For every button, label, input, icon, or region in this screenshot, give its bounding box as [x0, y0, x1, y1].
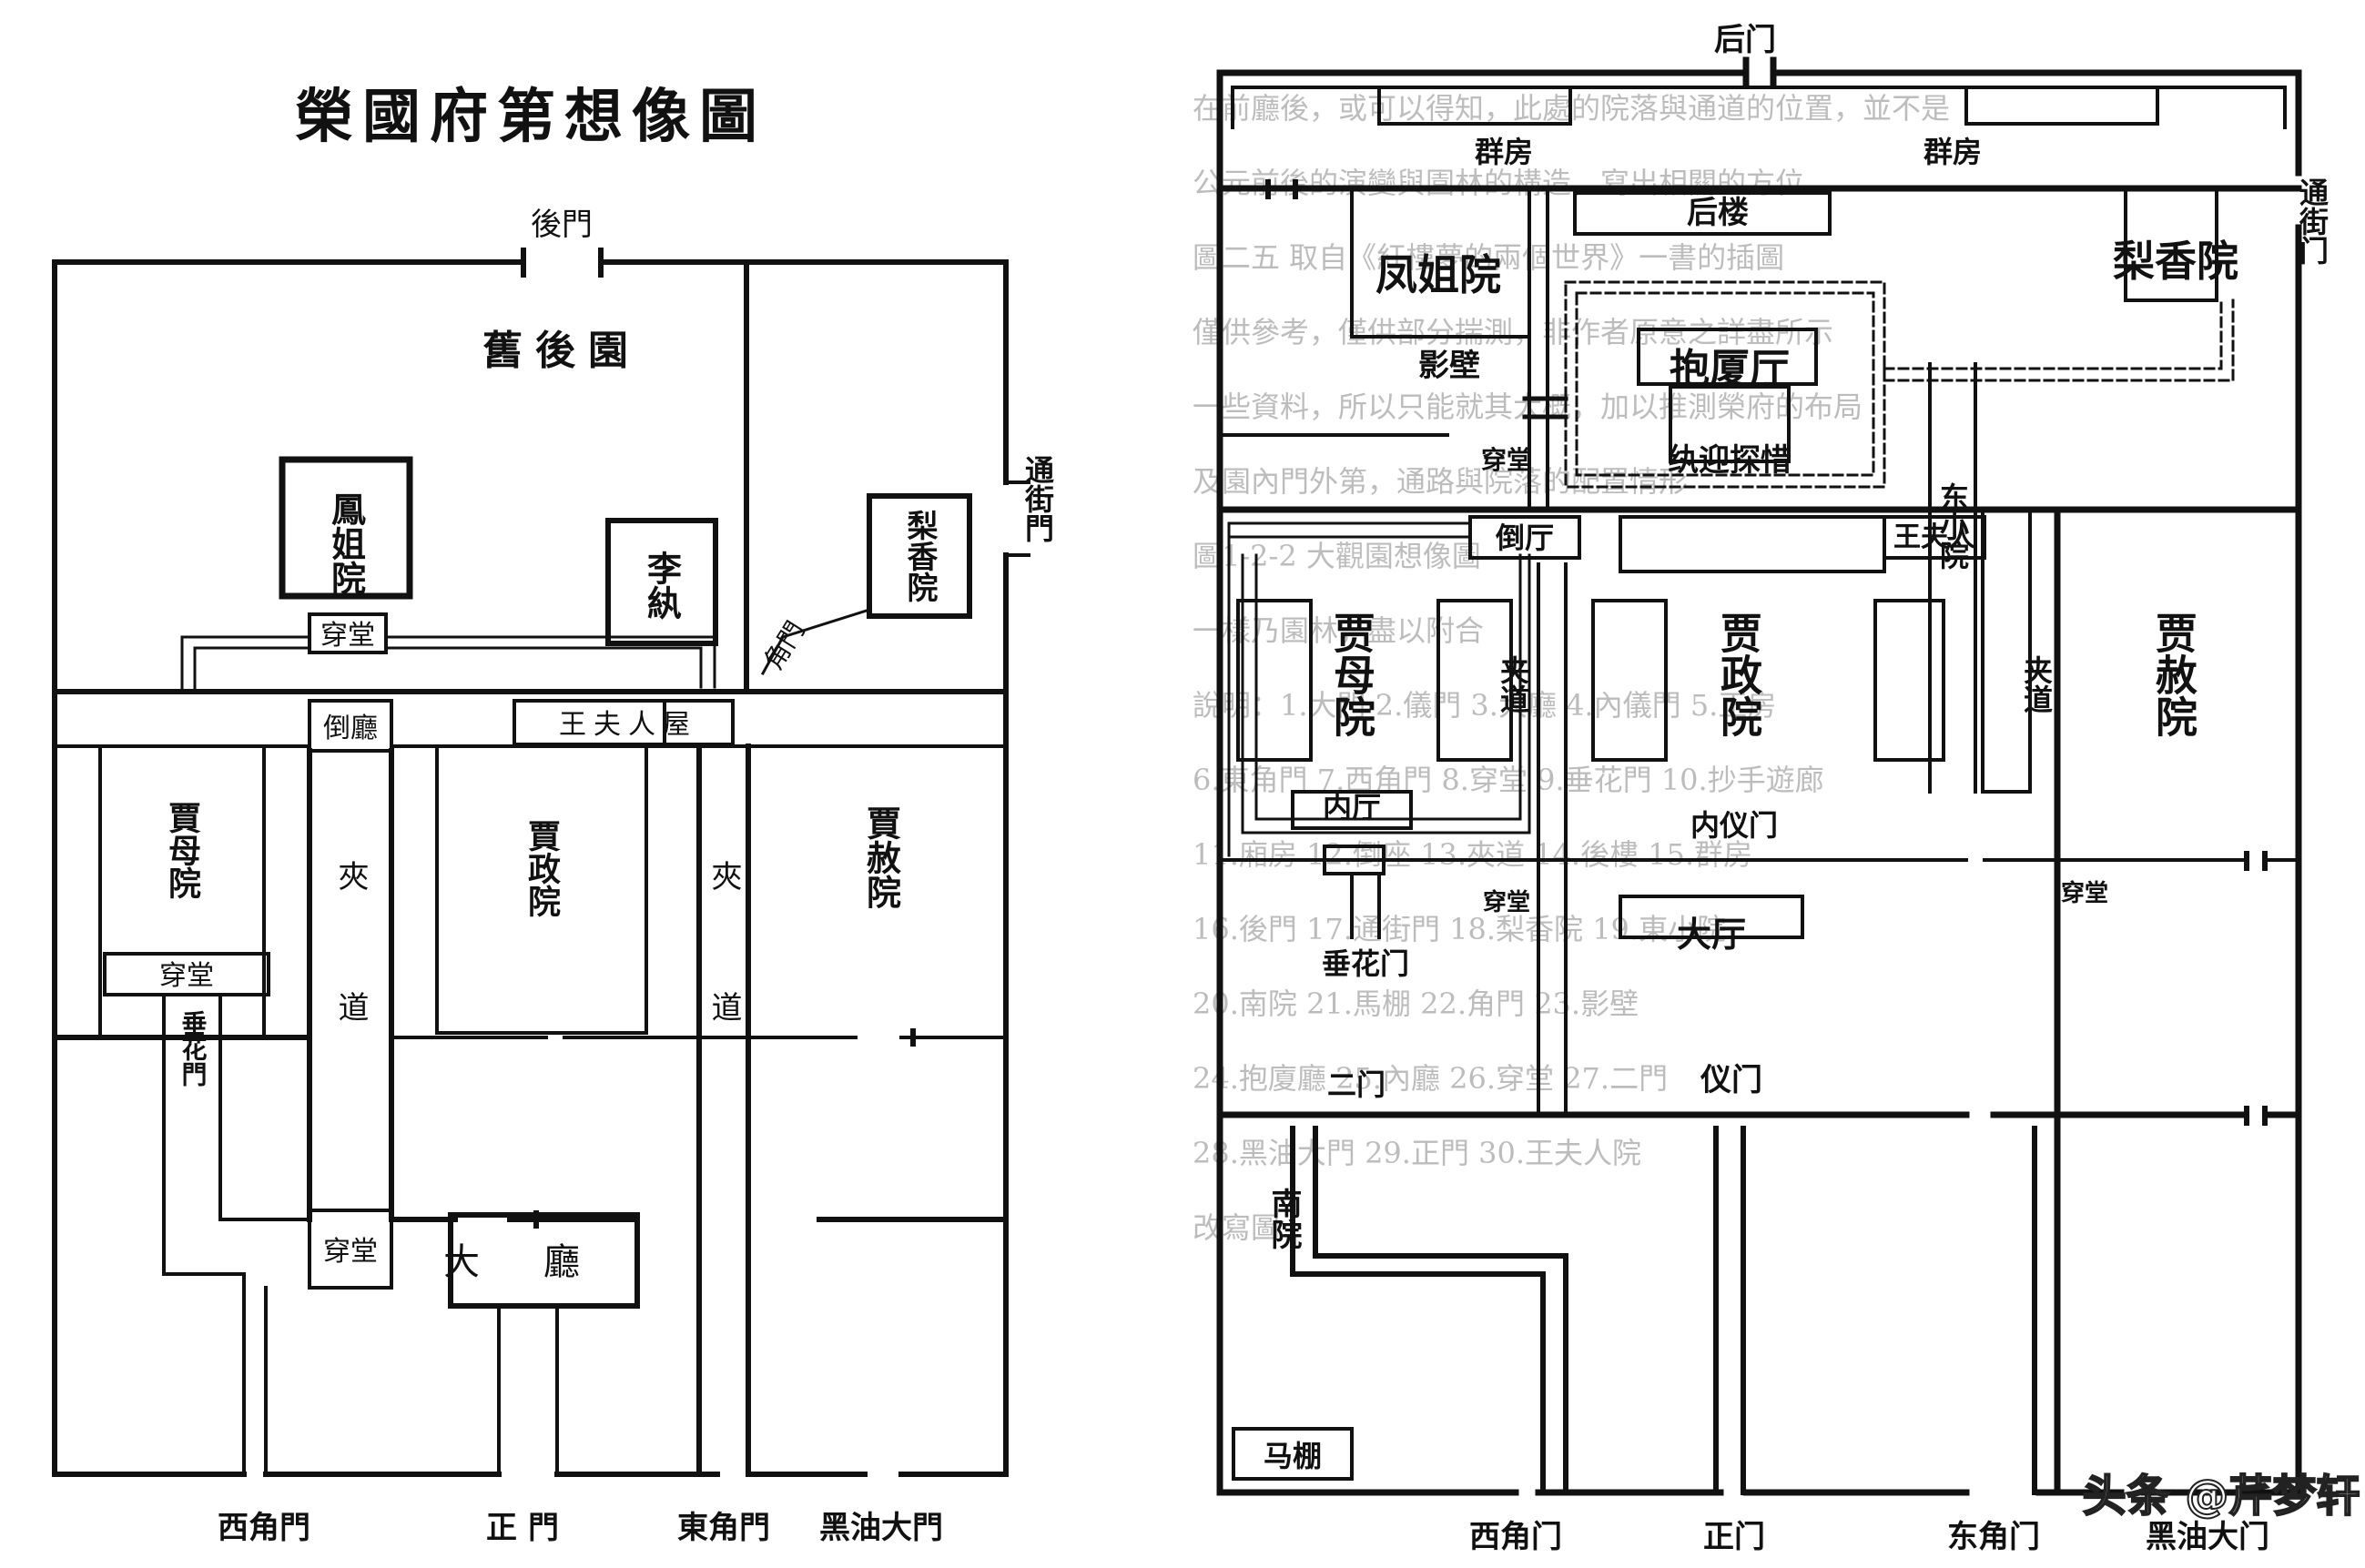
bleed-line: 一樣乃園林，盡以附合 [1193, 613, 1484, 648]
bleed-line: 說明：1.大門 2.儀門 3.大廳 4.內儀門 5.正房 [1193, 688, 1776, 723]
left-label-main-gate: 正門 [486, 1510, 570, 1546]
left-label-jiashe-court: 賈赦院 [861, 805, 902, 909]
left-label-back-gate: 後門 [531, 207, 593, 243]
left-plan-title: 榮國府第想像圖 [295, 83, 766, 151]
right-label-black-oil-gate: 黑油大门 [2146, 1519, 2269, 1555]
right-label-passage-east: 穿堂 [2061, 879, 2108, 907]
right-floor-plan: 在前廳後，或可以得知，此處的院落與通道的位置，並不是公元前後的演變與園林的構造，… [1174, 0, 2365, 1568]
bleed-line: 11.廂房 12.倒座 13.夾道 14.後樓 15.群房 [1193, 837, 1752, 872]
right-label-jiazheng-court: 贾政院 [1714, 612, 1763, 737]
bleed-line: 僅供參考，僅供部分揣測，非作者原意之詳盡所示 [1193, 315, 1833, 349]
right-label-main-gate: 正门 [1703, 1519, 1765, 1555]
left-label-alley-east: 夾道 [705, 860, 742, 1122]
right-plan-labels: 后门 群房 群房 后楼 通街门 凤姐院 梨香院 抱厦厅 影壁 穿堂 纨迎探惜 东… [1264, 22, 2329, 1555]
bleed-line: 圖二五 取自《紅樓夢的兩個世界》一書的插圖 [1193, 240, 1784, 275]
right-label-side-street-gate: 通街门 [2295, 177, 2329, 265]
right-label-east-corner-gate: 东角门 [1947, 1519, 2040, 1555]
right-label-alley-west: 夹道 [1496, 655, 1530, 713]
bleed-line: 及園內門外第，通路與院落的配置情形 [1193, 464, 1688, 499]
left-label-madam-wang-room: 王夫人屋 [559, 709, 697, 741]
bleed-line: 28.黑油大門 29.正門 30.王夫人院 [1193, 1136, 1641, 1170]
right-plan-drawing: 在前廳後，或可以得知，此處的院落與通道的位置，並不是公元前後的演變與園林的構造，… [1193, 22, 2360, 1555]
right-label-passage-mid: 穿堂 [1483, 888, 1530, 916]
left-label-old-garden: 舊後園 [482, 328, 641, 374]
left-plan-walls [52, 248, 1030, 1477]
left-label-jiamu-court: 賈母院 [163, 801, 201, 899]
right-label-stable: 马棚 [1264, 1439, 1322, 1473]
left-label-chuihua-gate: 垂花門 [178, 1010, 208, 1087]
left-gate-marks [533, 1028, 916, 1229]
right-label-alley-east: 夹道 [2019, 655, 2054, 713]
right-label-rear-building: 后楼 [1687, 195, 1749, 231]
left-plan-labels: 榮國府第想像圖 後門 舊後園 通街門 鳳姐院 李紈 梨香院 穿堂 角門 倒廳 王… [159, 83, 1055, 1546]
left-floor-plan: 榮國府第想像圖 後門 舊後園 通街門 鳳姐院 李紈 梨香院 穿堂 角門 倒廳 王… [0, 0, 1174, 1568]
right-label-lixiang-court: 梨香院 [2113, 237, 2238, 286]
bleed-line: 20.南院 21.馬棚 22.角門 23.影壁 [1193, 986, 1639, 1021]
right-label-baosha-hall: 抱厦厅 [1670, 346, 1790, 392]
bleed-line: 24.抱廈廳 25.內廳 26.穿堂 27.二門 [1193, 1061, 1668, 1096]
right-label-inner-ceremonial-gate: 内仪门 [1690, 808, 1778, 843]
right-label-passage-hall: 穿堂 [1481, 445, 1532, 475]
bleed-line: 改寫圖 [1193, 1210, 1280, 1245]
right-label-chuihua-gate: 垂花门 [1322, 946, 1409, 981]
right-label-group-rooms-left: 群房 [1475, 135, 1533, 169]
right-label-west-corner-gate: 西角门 [1469, 1519, 1562, 1555]
watermark-text: 头条 @芹梦轩 [2083, 1471, 2360, 1522]
left-label-west-corner-gate: 西角門 [218, 1510, 310, 1546]
bleed-through-text: 在前廳後，或可以得知，此處的院落與通道的位置，並不是公元前後的演變與園林的構造，… [1193, 91, 1950, 1245]
left-label-passage-bottom: 穿堂 [323, 1236, 378, 1268]
right-label-fengjie-court: 凤姐院 [1375, 250, 1501, 299]
left-label-lixiang-court: 梨香院 [901, 510, 938, 602]
right-label-second-gate: 二门 [1327, 1067, 1386, 1102]
left-label-jiazheng-court: 賈政院 [523, 819, 561, 917]
left-label-alley-west: 夾道 [332, 860, 369, 1122]
bleed-line: 16.後門 17.通街門 18.梨香院 19.東小院 [1193, 912, 1726, 946]
left-label-east-corner-gate: 東角門 [677, 1510, 770, 1546]
right-label-group-rooms-right: 群房 [1923, 135, 1982, 169]
right-gate-marks [1265, 179, 2268, 1126]
right-label-daoting: 倒厅 [1495, 521, 1554, 555]
left-label-main-hall: 大廳 [443, 1241, 644, 1283]
right-label-south-court: 南院 [1265, 1188, 1302, 1249]
bleed-line: 圖1-2-2 大觀園想像圖 [1193, 539, 1481, 573]
left-label-side-street-gate: 通街門 [1020, 455, 1055, 542]
right-plan-walls [1216, 56, 2302, 1496]
left-label-li-wan: 李紈 [642, 551, 683, 620]
right-label-back-gate: 后门 [1714, 22, 1776, 58]
left-label-passage-jiamu: 穿堂 [159, 960, 214, 992]
right-label-screen-wall: 影壁 [1418, 348, 1480, 384]
right-label-inner-hall: 内厅 [1323, 790, 1381, 824]
right-label-east-small-court: 东小院 [1935, 481, 1970, 570]
left-label-daoting: 倒廳 [323, 713, 378, 744]
right-label-naying-xixi: 纨迎探惜 [1668, 442, 1792, 479]
left-label-black-oil-gate: 黑油大門 [819, 1510, 943, 1546]
right-label-jiashe-court: 贾赦院 [2149, 612, 2198, 737]
right-label-ceremonial-gate: 仪门 [1700, 1062, 1762, 1098]
right-label-jiamu-court: 贾母院 [1327, 612, 1376, 737]
left-label-passage-top: 穿堂 [320, 620, 375, 652]
right-label-madam-wang: 王夫人 [1893, 521, 1975, 553]
left-label-fengjie-court: 鳳姐院 [326, 491, 367, 595]
right-label-main-hall: 大厅 [1677, 915, 1746, 955]
bleed-line: 6.東角門 7.西角門 8.穿堂 9.垂花門 10.抄手遊廊 [1193, 763, 1824, 797]
left-plan-drawing: 榮國府第想像圖 後門 舊後園 通街門 鳳姐院 李紈 梨香院 穿堂 角門 倒廳 王… [52, 83, 1055, 1546]
